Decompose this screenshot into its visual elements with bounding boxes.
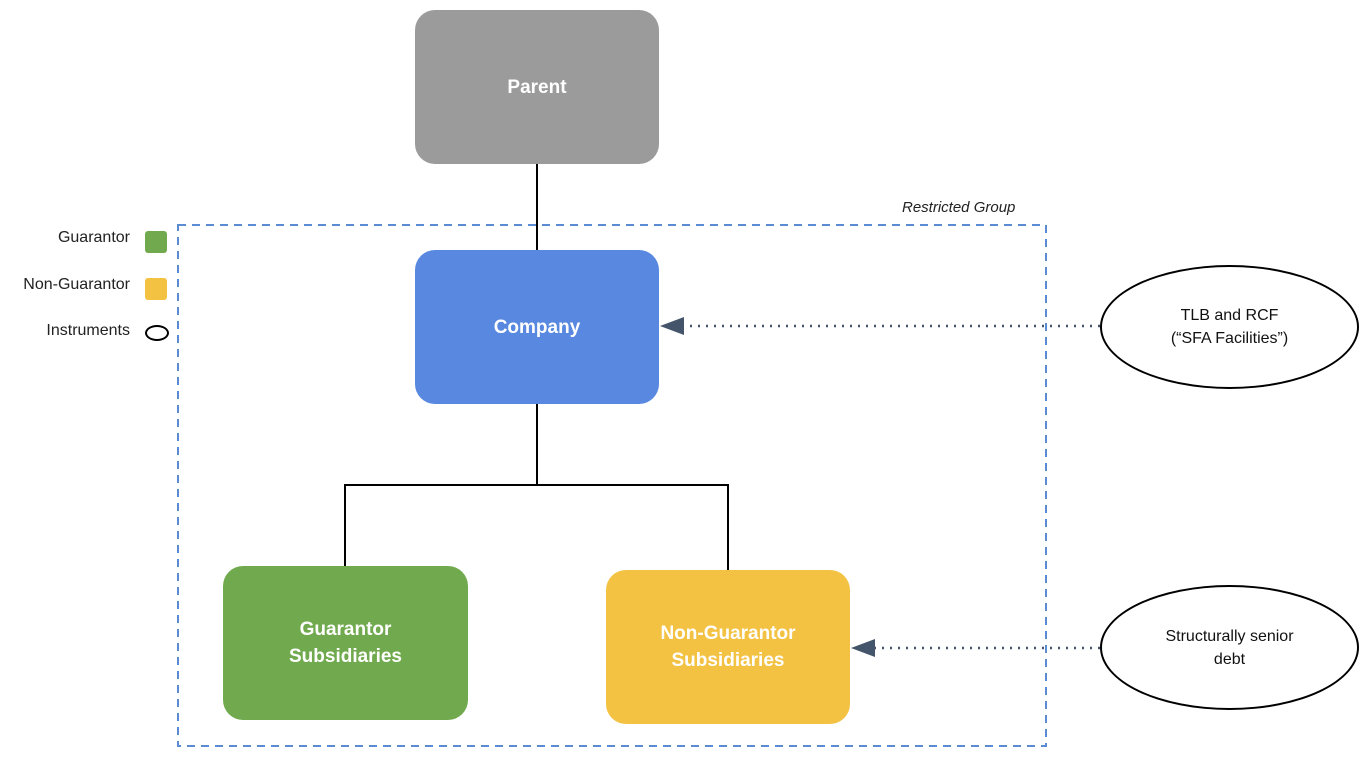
parent-box: Parent [415,10,659,164]
legend-guarantor-label: Guarantor [57,229,130,246]
restricted-group-border [177,224,1047,747]
senior-debt-arrow-head [851,639,875,657]
legend-guarantor-swatch [145,231,167,253]
sfa-facilities-instrument: TLB and RCF (“SFA Facilities”) [1100,265,1359,389]
guarantor-subsidiaries-box: Guarantor Subsidiaries [223,566,468,720]
company-box: Company [415,250,659,404]
legend-non-guarantor-label: Non-Guarantor [23,276,130,293]
restricted-group-label: Restricted Group [902,199,1016,216]
facilities-arrow-head [660,317,684,335]
legend-instruments-label: Instruments [46,322,130,339]
legend-non-guarantor-swatch [145,278,167,300]
legend-instruments-ellipse-icon [145,325,169,341]
non-guarantor-subsidiaries-box: Non-Guarantor Subsidiaries [606,570,850,724]
structurally-senior-debt-instrument: Structurally senior debt [1100,585,1359,710]
